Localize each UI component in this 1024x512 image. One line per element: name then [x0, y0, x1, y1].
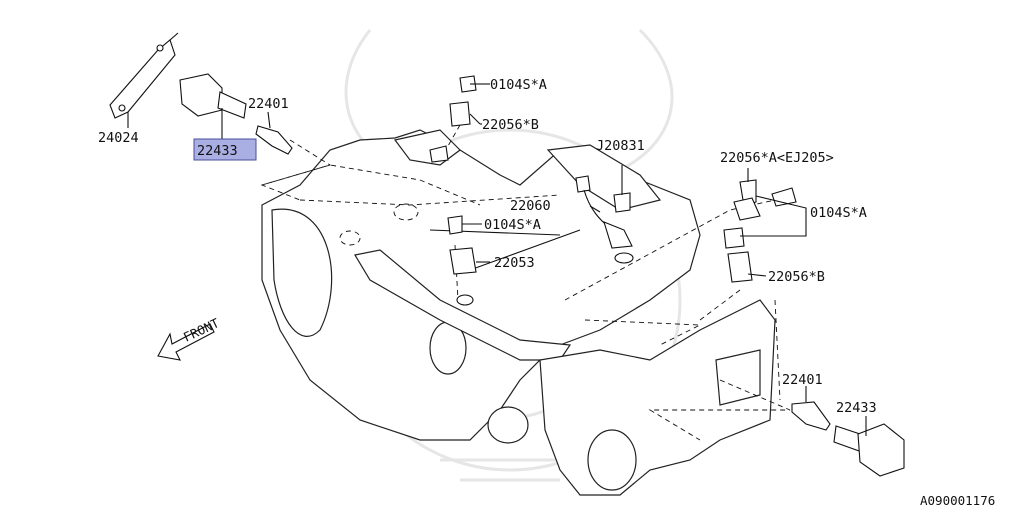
callout-22056-b-2: 22056*B	[768, 269, 825, 285]
ignition-coil-bottom	[833, 416, 905, 477]
front-arrow: FRONT	[157, 315, 222, 361]
figure-id: A090001176	[920, 493, 995, 508]
callout-22401-bottom: 22401	[782, 372, 823, 388]
knock-sensor-right	[723, 168, 807, 283]
callout-22433-top: 22433	[197, 143, 238, 159]
sensor-22053	[447, 215, 490, 306]
ignition-coil-top	[179, 73, 247, 138]
callout-24024: 24024	[98, 130, 139, 146]
callout-highlight	[193, 138, 257, 161]
engine-block	[261, 129, 776, 496]
callout-22056-a: 22056*A<EJ205>	[720, 150, 834, 166]
spark-plug-top	[255, 111, 293, 155]
front-arrow-label: FRONT	[181, 315, 222, 345]
callout-22053: 22053	[494, 255, 535, 271]
callout-22401-top: 22401	[248, 96, 289, 112]
spark-plug-bottom	[791, 386, 831, 431]
callout-22056-b-1: 22056*B	[482, 117, 539, 133]
callout-22060: 22060	[510, 198, 551, 214]
callout-22433-bottom: 22433	[836, 400, 877, 416]
callout-0104s-a-1: 0104S*A	[490, 77, 547, 93]
bracket-24024	[109, 32, 179, 128]
callout-0104s-a-2: 0104S*A	[484, 217, 541, 233]
assembly-lines	[260, 124, 791, 441]
knock-sensor-top	[429, 75, 486, 163]
callout-0104s-a-3: 0104S*A	[810, 205, 867, 221]
sensor-j20831	[575, 165, 634, 264]
callout-j20831: J20831	[596, 138, 645, 154]
